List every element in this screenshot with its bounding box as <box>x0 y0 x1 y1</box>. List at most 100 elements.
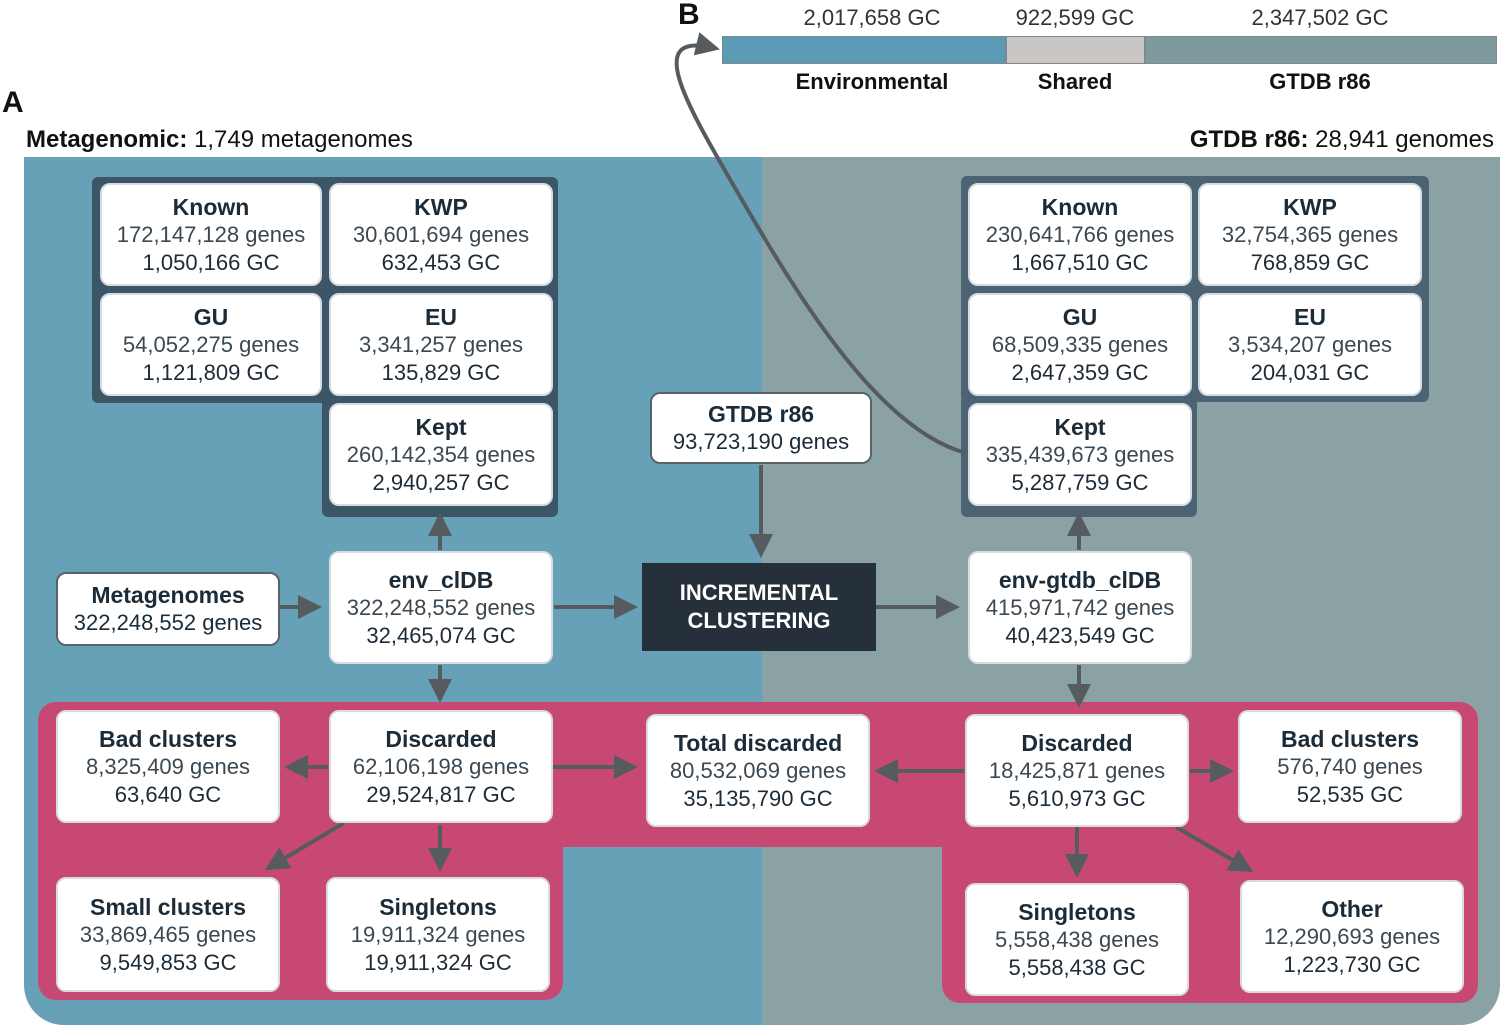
bar-shared-value: 922,599 GC <box>1015 5 1135 30</box>
left-bad-gc: 63,640 GC <box>114 781 222 807</box>
env-cldb-box: env_clDB 322,248,552 genes 32,465,074 GC <box>329 551 553 664</box>
right-kwp-gc: 768,859 GC <box>1250 249 1370 275</box>
left-kwp-genes: 30,601,694 genes <box>352 221 530 247</box>
right-gu-gc: 2,647,359 GC <box>1011 359 1149 385</box>
left-discarded-title: Discarded <box>385 725 497 752</box>
left-kept-title: Kept <box>415 413 467 440</box>
arrow-right-discarded-to-other <box>1174 825 1254 873</box>
right-bad-clusters-box: Bad clusters 576,740 genes 52,535 GC <box>1238 710 1462 823</box>
arrow-kept-to-bar <box>674 32 967 455</box>
total-discarded-title: Total discarded <box>673 729 843 756</box>
total-discarded-genes: 80,532,069 genes <box>669 757 847 783</box>
left-header: Metagenomic: 1,749 metagenomes <box>26 126 413 153</box>
left-bad-clusters-box: Bad clusters 8,325,409 genes 63,640 GC <box>56 710 280 823</box>
small-clusters-gc: 9,549,853 GC <box>99 949 237 975</box>
left-eu-gc: 135,829 GC <box>381 359 501 385</box>
right-known-genes: 230,641,766 genes <box>985 221 1175 247</box>
left-singletons-box: Singletons 19,911,324 genes 19,911,324 G… <box>326 877 550 992</box>
right-known-title: Known <box>1041 193 1119 220</box>
left-kwp-box: KWP 30,601,694 genes 632,453 GC <box>329 183 553 286</box>
right-eu-title: EU <box>1294 303 1326 330</box>
gtdb-r86-genes: 93,723,190 genes <box>672 429 850 454</box>
left-known-gc: 1,050,166 GC <box>142 249 280 275</box>
panel-b-letter: B <box>678 0 700 31</box>
left-kept-gc: 2,940,257 GC <box>372 469 510 495</box>
left-known-box: Known 172,147,128 genes 1,050,166 GC <box>100 183 322 286</box>
left-bad-title: Bad clusters <box>98 725 238 752</box>
left-eu-box: EU 3,341,257 genes 135,829 GC <box>329 293 553 396</box>
metagenomes-genes: 322,248,552 genes <box>73 610 263 635</box>
other-genes: 12,290,693 genes <box>1263 923 1441 949</box>
left-kept-box: Kept 260,142,354 genes 2,940,257 GC <box>329 403 553 506</box>
right-eu-box: EU 3,534,207 genes 204,031 GC <box>1198 293 1422 396</box>
left-discarded-genes: 62,106,198 genes <box>352 753 530 779</box>
left-singletons-gc: 19,911,324 GC <box>364 949 512 975</box>
bar-environmental <box>722 36 1006 64</box>
metagenomes-box: Metagenomes 322,248,552 genes <box>56 572 280 646</box>
right-kwp-title: KWP <box>1283 193 1337 220</box>
bar-environmental-label: Environmental <box>795 69 949 94</box>
right-known-box: Known 230,641,766 genes 1,667,510 GC <box>968 183 1192 286</box>
total-discarded-gc: 35,135,790 GC <box>683 785 833 811</box>
bar-gtdb-value: 2,347,502 GC <box>1251 5 1389 30</box>
right-singletons-title: Singletons <box>1018 898 1136 925</box>
left-kept-genes: 260,142,354 genes <box>346 441 536 467</box>
right-singletons-box: Singletons 5,558,438 genes 5,558,438 GC <box>965 883 1189 996</box>
right-bad-title: Bad clusters <box>1280 725 1420 752</box>
bar-shared <box>1006 36 1145 64</box>
bar-environmental-value: 2,017,658 GC <box>803 5 941 30</box>
left-gu-gc: 1,121,809 GC <box>142 359 280 385</box>
right-kwp-genes: 32,754,365 genes <box>1221 221 1399 247</box>
right-known-gc: 1,667,510 GC <box>1011 249 1149 275</box>
right-kept-title: Kept <box>1054 413 1106 440</box>
env-cldb-gc: 32,465,074 GC <box>366 622 516 648</box>
right-kept-genes: 335,439,673 genes <box>985 441 1175 467</box>
left-singletons-genes: 19,911,324 genes <box>350 921 526 947</box>
env-cldb-genes: 322,248,552 genes <box>346 594 536 620</box>
other-gc: 1,223,730 GC <box>1283 951 1421 977</box>
env-cldb-title: env_clDB <box>388 566 494 593</box>
right-gu-box: GU 68,509,335 genes 2,647,359 GC <box>968 293 1192 396</box>
env-gtdb-title: env-gtdb_clDB <box>998 566 1162 593</box>
arrow-left-discarded-to-small <box>264 821 346 871</box>
bar-shared-label: Shared <box>1037 69 1113 94</box>
incremental-line2: CLUSTERING <box>687 608 831 633</box>
left-bad-genes: 8,325,409 genes <box>86 753 250 779</box>
left-gu-box: GU 54,052,275 genes 1,121,809 GC <box>100 293 322 396</box>
panel-a-letter: A <box>2 86 24 119</box>
bar-gtdb-label: GTDB r86 <box>1269 69 1371 94</box>
total-discarded-box: Total discarded 80,532,069 genes 35,135,… <box>646 714 870 827</box>
left-eu-title: EU <box>425 303 457 330</box>
left-known-genes: 172,147,128 genes <box>116 221 306 247</box>
gtdb-r86-title: GTDB r86 <box>707 401 815 427</box>
right-eu-genes: 3,534,207 genes <box>1228 331 1392 357</box>
left-kwp-title: KWP <box>414 193 468 220</box>
other-box: Other 12,290,693 genes 1,223,730 GC <box>1240 880 1464 993</box>
right-singletons-gc: 5,558,438 GC <box>1008 954 1146 980</box>
right-discarded-title: Discarded <box>1021 729 1133 756</box>
env-gtdb-gc: 40,423,549 GC <box>1005 622 1155 648</box>
right-kept-box: Kept 335,439,673 genes 5,287,759 GC <box>968 403 1192 506</box>
left-singletons-title: Singletons <box>379 893 497 920</box>
right-bad-gc: 52,535 GC <box>1296 781 1404 807</box>
right-gu-title: GU <box>1062 303 1098 330</box>
left-known-title: Known <box>172 193 250 220</box>
incremental-line1: INCREMENTAL <box>679 580 839 605</box>
right-singletons-genes: 5,558,438 genes <box>995 926 1159 952</box>
right-bad-genes: 576,740 genes <box>1277 753 1423 779</box>
right-header: GTDB r86: 28,941 genomes <box>1189 126 1494 153</box>
left-kwp-gc: 632,453 GC <box>381 249 501 275</box>
small-clusters-genes: 33,869,465 genes <box>79 921 257 947</box>
other-title: Other <box>1321 895 1383 922</box>
small-clusters-box: Small clusters 33,869,465 genes 9,549,85… <box>56 877 280 992</box>
metagenomes-title: Metagenomes <box>91 582 245 608</box>
incremental-clustering-box: INCREMENTAL CLUSTERING <box>642 563 876 651</box>
right-kept-gc: 5,287,759 GC <box>1011 469 1149 495</box>
bar-gtdb <box>1145 36 1497 64</box>
left-eu-genes: 3,341,257 genes <box>359 331 523 357</box>
right-discarded-genes: 18,425,871 genes <box>988 757 1166 783</box>
small-clusters-title: Small clusters <box>90 893 246 920</box>
right-gu-genes: 68,509,335 genes <box>991 331 1169 357</box>
gtdb-r86-box: GTDB r86 93,723,190 genes <box>650 392 872 464</box>
left-discarded-box: Discarded 62,106,198 genes 29,524,817 GC <box>329 710 553 823</box>
